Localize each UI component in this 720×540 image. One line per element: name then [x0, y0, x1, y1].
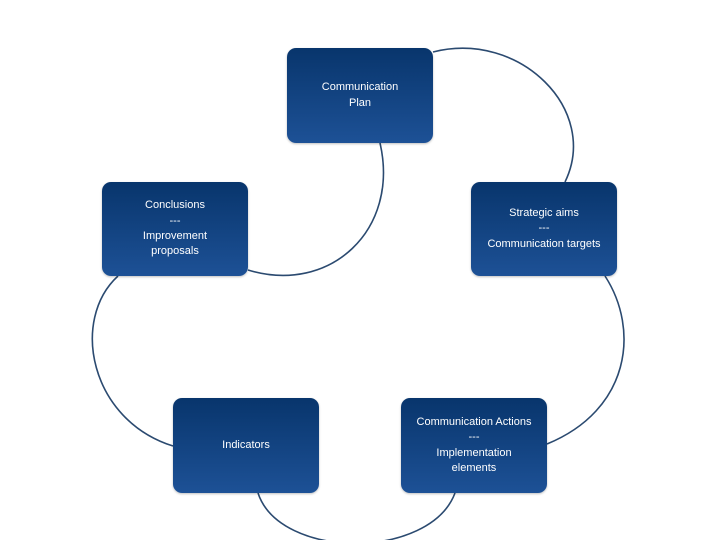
node-label-separator: --- [468, 431, 480, 444]
connector-indicators-to-conclusions [91, 275, 174, 447]
node-label-line: Strategic aims [509, 206, 579, 219]
node-label-separator: --- [169, 214, 181, 227]
node-label-line: proposals [151, 245, 199, 258]
node-label-separator: --- [538, 222, 550, 235]
node-indicators: Indicators [173, 398, 319, 493]
connector-aims-to-actions [546, 275, 625, 445]
node-label-line: Implementation [436, 446, 512, 459]
node-conclusions: Conclusions --- Improvement proposals [102, 182, 248, 276]
node-strategic-aims: Strategic aims --- Communication targets [471, 182, 617, 276]
node-communication-actions: Communication Actions --- Implementation… [401, 398, 547, 493]
node-label-line: Plan [348, 96, 372, 109]
connector-plan-to-aims [432, 47, 575, 183]
node-label-line: elements [451, 461, 497, 474]
node-label-line: Communication [321, 81, 399, 94]
node-label-line: Improvement [142, 230, 208, 242]
node-label-line: Conclusions [145, 199, 205, 212]
connector-actions-to-indicators [257, 492, 456, 540]
connector-conclusions-to-plan [247, 142, 385, 277]
node-label-line: Communication Actions [416, 415, 532, 428]
node-label-line: Indicators [222, 438, 270, 451]
node-label-line: Communication targets [487, 237, 601, 250]
node-communication-plan: Communication Plan [287, 48, 433, 143]
